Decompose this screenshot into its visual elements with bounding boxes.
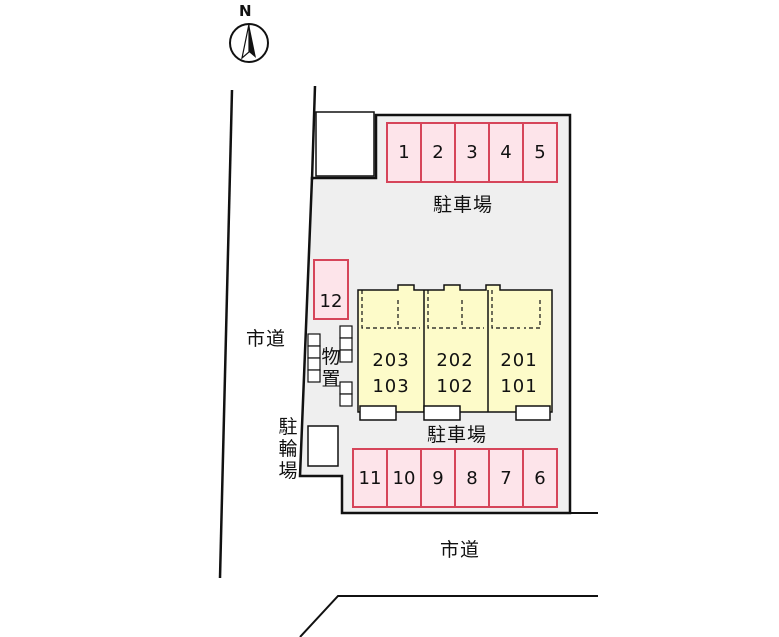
parking-slot: 7 xyxy=(488,448,524,508)
parking-slot: 2 xyxy=(420,122,456,183)
parking-slot: 11 xyxy=(352,448,388,508)
road-edge-west xyxy=(218,89,234,579)
unit-lower-label: 101 xyxy=(500,376,538,397)
bike-parking-area xyxy=(307,425,339,467)
lot-boundary-west xyxy=(310,85,317,181)
parking-label-south: 駐車場 xyxy=(427,424,488,446)
unit-upper-label: 201 xyxy=(500,350,538,371)
parking-slot: 10 xyxy=(386,448,422,508)
north-arrow-icon xyxy=(229,23,269,63)
parking-slot: 3 xyxy=(454,122,490,183)
unit-upper-label: 203 xyxy=(372,350,410,371)
parking-slot: 1 xyxy=(386,122,422,183)
parking-slot: 8 xyxy=(454,448,490,508)
storage-label: 物置 xyxy=(321,346,341,390)
parking-slot: 9 xyxy=(420,448,456,508)
parking-slot: 5 xyxy=(522,122,558,183)
unit-upper-label: 202 xyxy=(436,350,474,371)
parking-label-north: 駐車場 xyxy=(433,194,494,216)
parking-slot: 6 xyxy=(522,448,558,508)
parking-slot: 4 xyxy=(488,122,524,183)
storage-sheds xyxy=(307,325,353,407)
road-label-south: 市道 xyxy=(440,539,481,561)
unit-lower-label: 102 xyxy=(436,376,474,397)
apartment-building xyxy=(357,284,553,421)
unit-lower-label: 103 xyxy=(372,376,410,397)
parking-slot-12: 12 xyxy=(313,259,349,320)
bike-parking-label: 駐輪場 xyxy=(278,416,298,482)
road-label-west: 市道 xyxy=(246,328,287,350)
adjacent-plot xyxy=(315,111,375,177)
road-edge-south xyxy=(299,595,598,637)
north-label: N xyxy=(239,2,252,20)
